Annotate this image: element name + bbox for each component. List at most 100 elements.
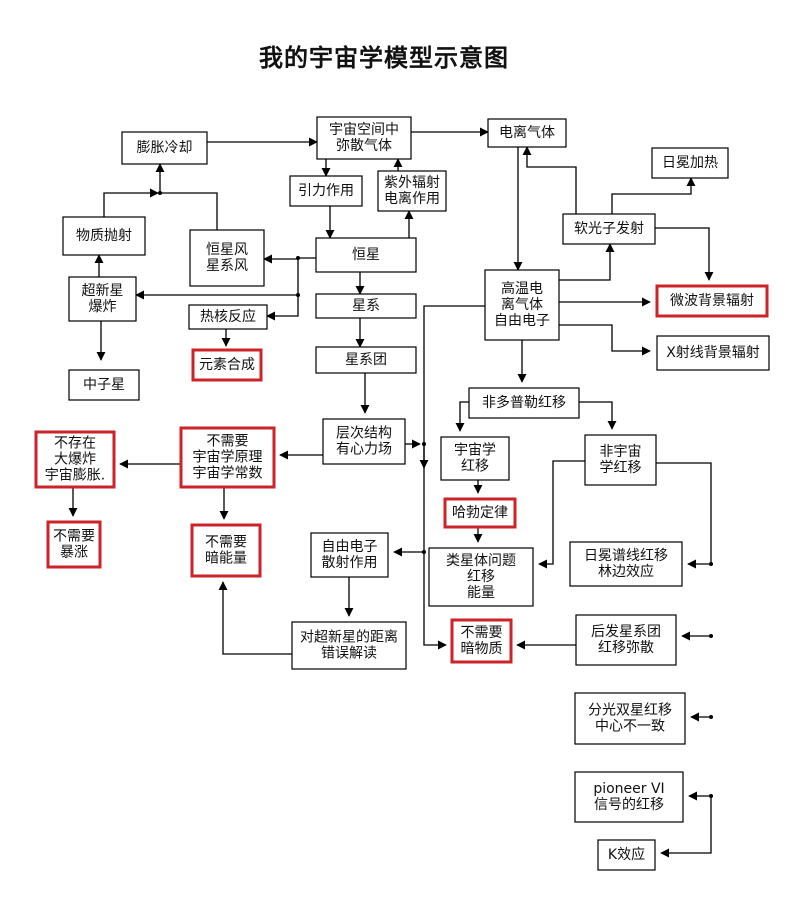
node-box xyxy=(68,276,137,322)
node-box xyxy=(584,434,657,486)
node-soft-photon: 软光子发射 xyxy=(562,213,656,245)
node-box xyxy=(68,369,140,401)
edge-non-cosmo-redshift-to-k-effect xyxy=(660,796,712,858)
node-label-line: pioneer VI xyxy=(593,781,664,797)
node-label-line: X射线背景辐射 xyxy=(666,345,760,361)
node-label-line: 有心力场 xyxy=(336,442,392,458)
node-box xyxy=(487,118,567,148)
node-label-line: 星系 xyxy=(352,298,380,314)
node-label-line: 不需要 xyxy=(53,529,95,545)
node-neutron-star: 中子星 xyxy=(68,369,140,401)
node-label-line: 自由电子 xyxy=(322,539,378,555)
node-label-line: 不需要 xyxy=(207,434,249,450)
junction-dot xyxy=(296,293,300,297)
node-label-line: 分光双星红移 xyxy=(588,703,672,719)
node-box xyxy=(656,335,770,371)
node-label-line: K效应 xyxy=(608,846,645,863)
node-label-line: 大爆炸 xyxy=(54,452,96,468)
node-label-line: 爆炸 xyxy=(89,299,117,315)
edge-hot-plasma-to-xray-bg xyxy=(559,324,651,356)
node-label-line: 星系风 xyxy=(206,258,248,274)
node-box xyxy=(46,520,102,569)
node-box xyxy=(34,430,116,489)
node-label-line: 热核反应 xyxy=(200,308,256,325)
node-label-line: 不存在 xyxy=(54,436,96,452)
node-label-line: 暗物质 xyxy=(461,641,503,657)
node-box xyxy=(310,532,389,578)
node-label-line: 日冕加热 xyxy=(662,155,718,171)
node-label-line: 中子星 xyxy=(83,377,125,393)
node-non-doppler: 非多普勒红移 xyxy=(468,387,580,419)
node-label-line: 宇宙学常数 xyxy=(193,466,263,482)
node-label-line: 散射作用 xyxy=(322,555,378,571)
node-nucleosynthesis: 元素合成 xyxy=(191,348,263,382)
node-box xyxy=(569,541,683,587)
edge-star-to-stellar-wind xyxy=(263,254,316,264)
node-label-line: 微波背景辐射 xyxy=(670,293,754,309)
node-label-line: 宇宙学原理 xyxy=(193,450,263,466)
junction-dot xyxy=(296,256,300,260)
node-box xyxy=(315,293,417,319)
junction-dot xyxy=(422,442,426,446)
node-label-line: 不需要 xyxy=(461,625,503,641)
node-expansion-cooling: 膨胀冷却 xyxy=(121,131,208,165)
node-box xyxy=(468,387,580,419)
edge-non-doppler-to-non-cosmo-redshift xyxy=(579,401,617,430)
node-label-line: 哈勃定律 xyxy=(452,505,508,521)
node-box xyxy=(575,614,677,666)
node-label-line: 信号的红移 xyxy=(594,797,664,813)
node-label-line: 不需要 xyxy=(205,535,247,551)
node-label-line: 错误解读 xyxy=(321,645,377,662)
node-star: 恒星 xyxy=(315,237,417,273)
junction-dot xyxy=(709,794,713,798)
node-label-line: 电离气体 xyxy=(499,124,555,141)
node-gravity: 引力作用 xyxy=(289,175,363,207)
node-label-line: 电离作用 xyxy=(384,190,440,207)
node-box xyxy=(443,497,517,529)
node-label-line: 红移弥散 xyxy=(598,639,654,656)
node-box xyxy=(651,147,729,179)
node-label-line: 高温电 xyxy=(501,280,543,297)
node-label-line: 红移 xyxy=(461,459,489,475)
node-label-line: 引力作用 xyxy=(298,183,354,199)
edge-hot-plasma-to-hierarchy-bus xyxy=(423,305,485,415)
node-box xyxy=(574,692,686,745)
junction-dot xyxy=(709,562,713,566)
node-box xyxy=(377,170,447,212)
node-box xyxy=(188,304,268,330)
node-label-line: 恒星 xyxy=(352,247,380,263)
node-label-line: 元素合成 xyxy=(199,357,255,373)
node-label-line: 暗能量 xyxy=(205,551,247,567)
node-box xyxy=(428,547,534,607)
node-label-line: 恒星风 xyxy=(206,242,248,258)
node-box xyxy=(315,346,417,374)
node-label-line: 自由电子 xyxy=(494,313,550,329)
node-label-line: 弥散气体 xyxy=(336,137,392,154)
node-box xyxy=(190,523,262,578)
junction-dot xyxy=(709,715,713,719)
node-label-line: 红移 xyxy=(467,569,495,585)
edge-stellar-wind-to-expansion-cooling xyxy=(155,163,218,230)
node-box xyxy=(316,116,412,160)
node-label-line: 宇宙膨胀. xyxy=(45,467,105,484)
node-box xyxy=(289,175,363,207)
edge-soft-photon-to-microwave-bg xyxy=(655,227,714,281)
node-label-line: 学红移 xyxy=(600,460,642,476)
node-label-line: 物质抛射 xyxy=(76,228,132,244)
node-label-line: 林边效应 xyxy=(598,563,654,580)
junction-dot xyxy=(709,634,713,638)
node-label-line: 星系团 xyxy=(345,352,387,368)
node-label-line: 能量 xyxy=(467,585,495,601)
